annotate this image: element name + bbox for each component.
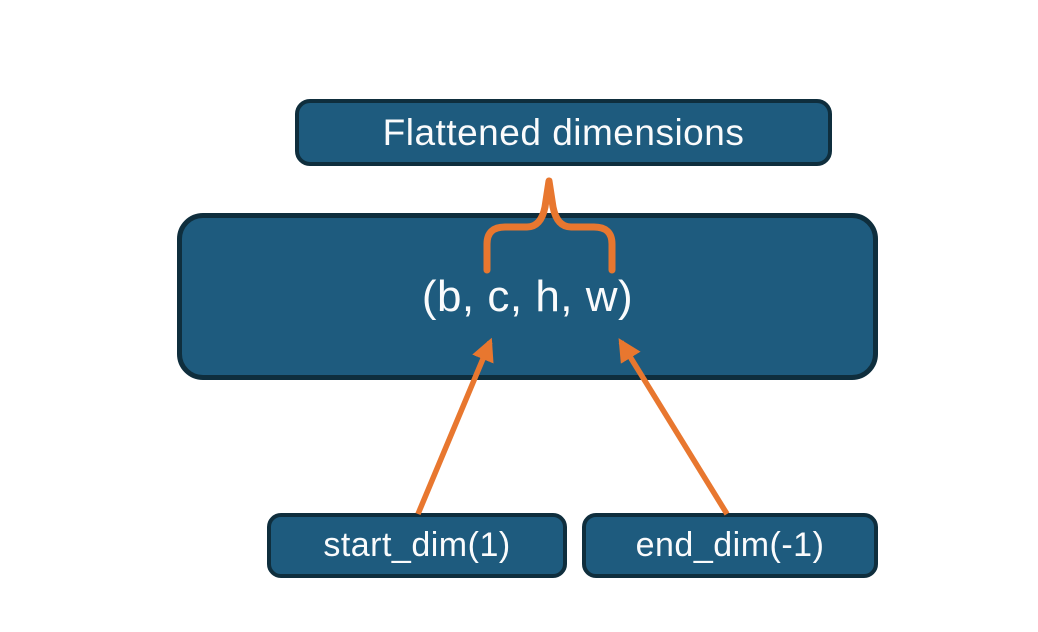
- tensor-shape-label: (b, c, h, w): [421, 271, 634, 321]
- start-dim-label: start_dim(1): [323, 526, 511, 564]
- flattened-dimensions-box: Flattened dimensions: [295, 99, 832, 166]
- start-dim-box: start_dim(1): [267, 513, 567, 578]
- flattened-dimensions-label: Flattened dimensions: [382, 111, 745, 153]
- end-dim-label: end_dim(-1): [635, 526, 825, 564]
- tensor-shape-box: (b, c, h, w): [177, 213, 878, 380]
- end-dim-box: end_dim(-1): [582, 513, 878, 578]
